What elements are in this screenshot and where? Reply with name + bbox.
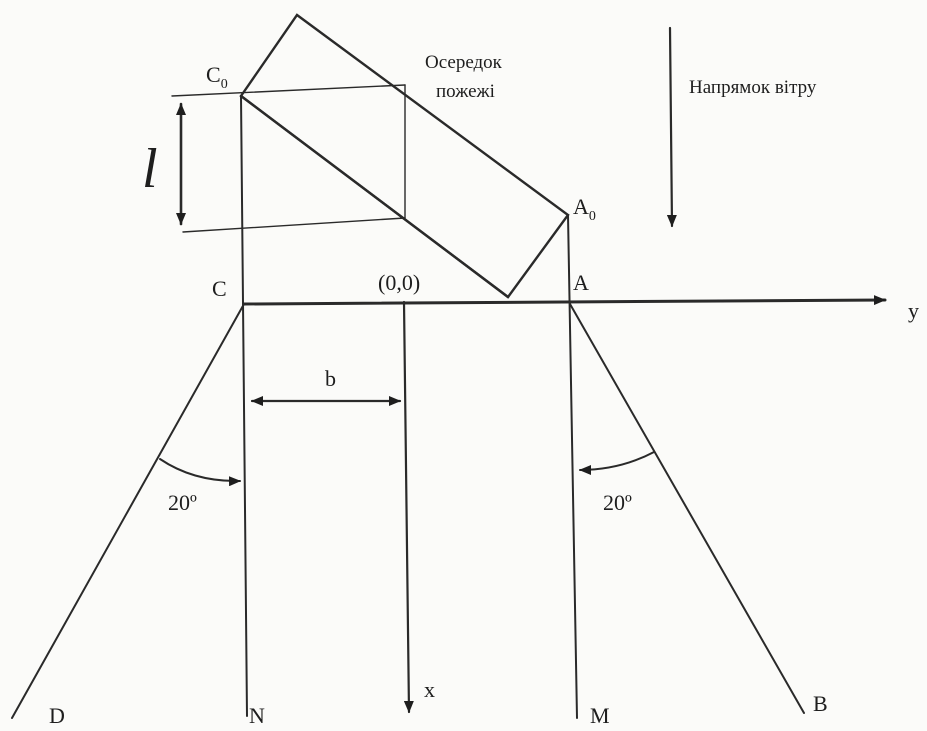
angle-arc-right xyxy=(579,451,655,475)
label-fire-source-line1: Осередок xyxy=(425,52,503,73)
label-c0: C0 xyxy=(206,62,228,92)
line-c-d xyxy=(11,303,245,719)
label-l: l xyxy=(142,138,158,200)
angle-arc-left xyxy=(159,458,241,487)
label-c: C xyxy=(212,276,227,301)
x-axis xyxy=(402,300,414,714)
wind-direction-arrow xyxy=(666,26,677,228)
label-a0: A0 xyxy=(573,194,596,224)
label-b: b xyxy=(325,366,336,391)
label-angle-left: 20º xyxy=(168,490,197,515)
projection-box-bottom xyxy=(182,217,406,233)
label-n: N xyxy=(249,703,265,728)
label-m: M xyxy=(590,703,610,728)
label-y: y xyxy=(908,298,919,323)
label-d: D xyxy=(49,703,65,728)
label-fire-source-line2: пожежі xyxy=(436,81,495,102)
label-b-point: B xyxy=(813,691,828,716)
label-a: A xyxy=(573,270,589,295)
projection-box-top xyxy=(171,84,406,97)
line-c0-n xyxy=(240,95,248,717)
label-angle-right: 20º xyxy=(603,490,632,515)
line-a0-m xyxy=(567,214,578,719)
label-x: x xyxy=(424,677,435,702)
line-a-b xyxy=(569,303,805,714)
y-axis xyxy=(242,295,887,306)
label-wind-direction: Напрямок вітру xyxy=(689,77,817,98)
rectangle-inner-diagonal xyxy=(239,94,510,299)
label-origin: (0,0) xyxy=(378,270,420,295)
